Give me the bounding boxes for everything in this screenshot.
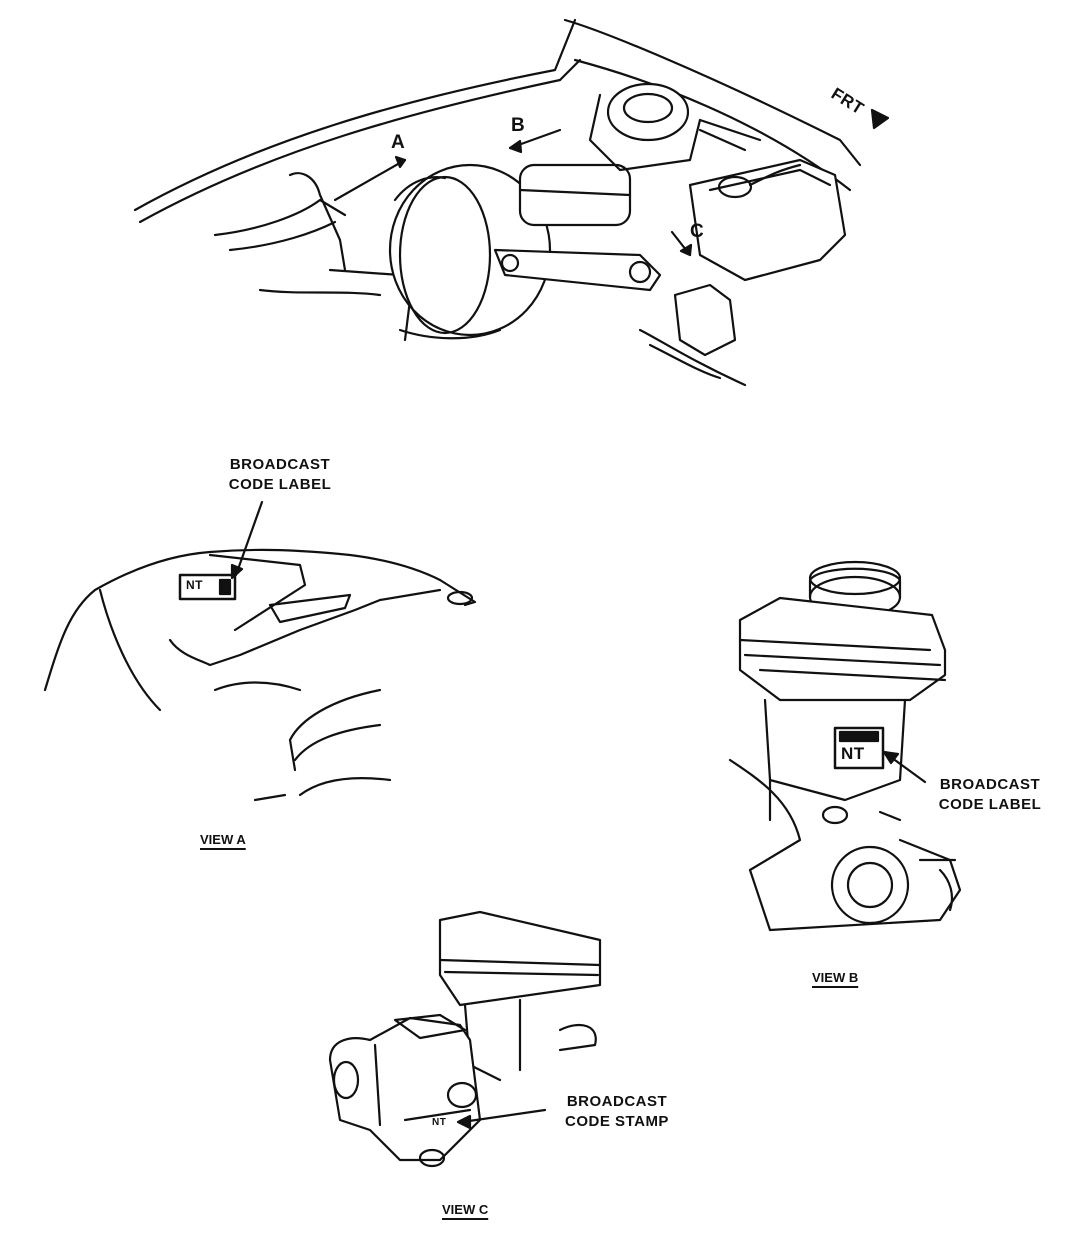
- view-b-code: NT: [841, 744, 865, 763]
- view-b-callout: BROADCAST CODE LABEL: [925, 775, 1055, 815]
- view-c-callout-line2: CODE STAMP: [565, 1113, 669, 1130]
- callout-c-label: C: [690, 221, 705, 242]
- view-a-callout: BROADCAST CODE LABEL: [225, 455, 335, 495]
- view-a-code: NT: [186, 578, 203, 592]
- callout-b-label: B: [511, 115, 526, 136]
- view-b-callout-line2: CODE LABEL: [938, 796, 1042, 813]
- view-c-callout-line1: BROADCAST: [566, 1093, 668, 1110]
- view-a-callout-line2: CODE LABEL: [228, 476, 332, 493]
- view-b-illustration: [728, 560, 962, 932]
- overview-illustration: [133, 18, 890, 387]
- view-c-code: NT: [432, 1117, 447, 1128]
- view-a-caption: VIEW A: [200, 832, 246, 847]
- view-b-caption: VIEW B: [812, 970, 859, 985]
- view-a-illustration: [43, 500, 477, 802]
- view-c-caption: VIEW C: [442, 1202, 489, 1217]
- view-c-illustration: [328, 910, 602, 1168]
- view-b-callout-line1: BROADCAST: [939, 776, 1041, 793]
- callout-a-label: A: [391, 132, 406, 153]
- view-a-callout-line1: BROADCAST: [229, 456, 331, 473]
- view-c-callout: BROADCAST CODE STAMP: [552, 1092, 682, 1132]
